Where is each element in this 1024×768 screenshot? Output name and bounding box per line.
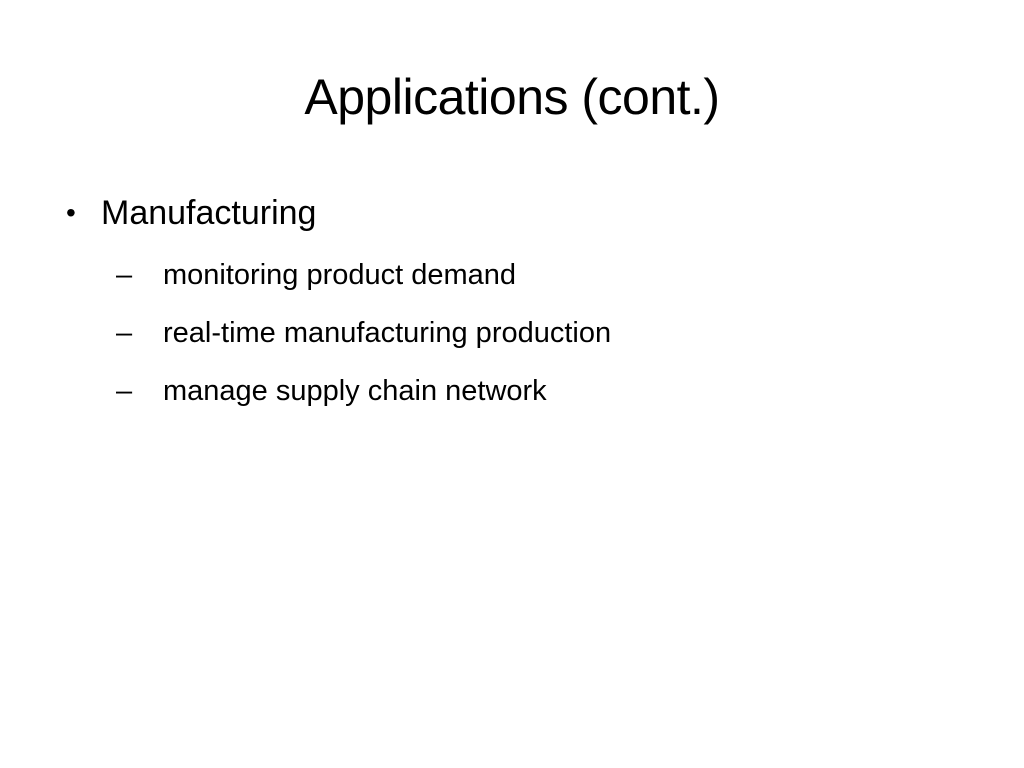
sub-bullet-item: – real-time manufacturing production — [66, 304, 966, 362]
sub-bullet-item: – monitoring product demand — [66, 246, 966, 304]
sub-bullet-list: – monitoring product demand – real-time … — [66, 246, 966, 420]
dash-icon: – — [116, 259, 133, 291]
bullet-dot-icon: • — [66, 197, 76, 228]
dash-icon: – — [116, 317, 133, 349]
sub-bullet-item: – manage supply chain network — [66, 362, 966, 420]
bullet-list: • Manufacturing – monitoring product dem… — [66, 188, 966, 420]
dash-icon: – — [116, 375, 133, 407]
sub-bullet-text: manage supply chain network — [163, 375, 547, 407]
sub-bullet-text: monitoring product demand — [163, 259, 517, 291]
bullet-item-manufacturing: • Manufacturing — [66, 188, 966, 238]
bullet-text: Manufacturing — [101, 194, 317, 232]
sub-bullet-text: real-time manufacturing production — [163, 317, 612, 349]
slide-title: Applications (cont.) — [304, 69, 720, 125]
